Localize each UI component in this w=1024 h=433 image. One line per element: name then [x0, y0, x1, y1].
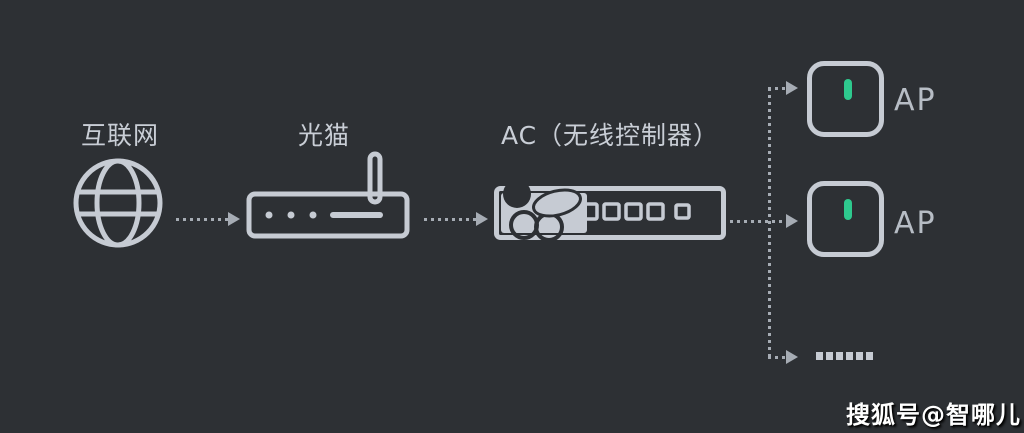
globe-icon: [73, 158, 163, 248]
connector-ac-branch: [730, 220, 786, 223]
connector-branch-ap1: [768, 87, 786, 90]
ac-ports: [580, 202, 691, 221]
arrowhead-internet-modem: [228, 212, 240, 226]
ap1-status-led: [844, 79, 852, 100]
internet-label: 互联网: [80, 121, 159, 150]
ac-label: AC（无线控制器）: [500, 121, 720, 150]
connector-internet-modem: [176, 218, 228, 221]
arrowhead-ac-ap2: [786, 214, 798, 228]
ap2-label: AP: [894, 206, 937, 241]
connector-modem-ac: [424, 218, 476, 221]
ap2-status-led: [844, 199, 852, 220]
ac-logo: [501, 186, 587, 240]
ap1-label: AP: [894, 83, 937, 118]
more-aps-ellipsis: [816, 352, 874, 360]
modem-label: 光猫: [297, 121, 350, 150]
connector-branch-more: [768, 356, 786, 359]
modem-icon: [246, 151, 410, 239]
watermark: 搜狐号@智哪儿: [846, 401, 1021, 429]
arrowhead-branch-more: [786, 350, 798, 364]
branch-trunk-line: [768, 88, 771, 358]
arrowhead-modem-ac: [476, 212, 488, 226]
ap2-box: [807, 181, 884, 257]
ac-controller-icon: [494, 186, 726, 240]
ap1-box: [807, 61, 884, 137]
arrowhead-branch-ap1: [786, 81, 798, 95]
